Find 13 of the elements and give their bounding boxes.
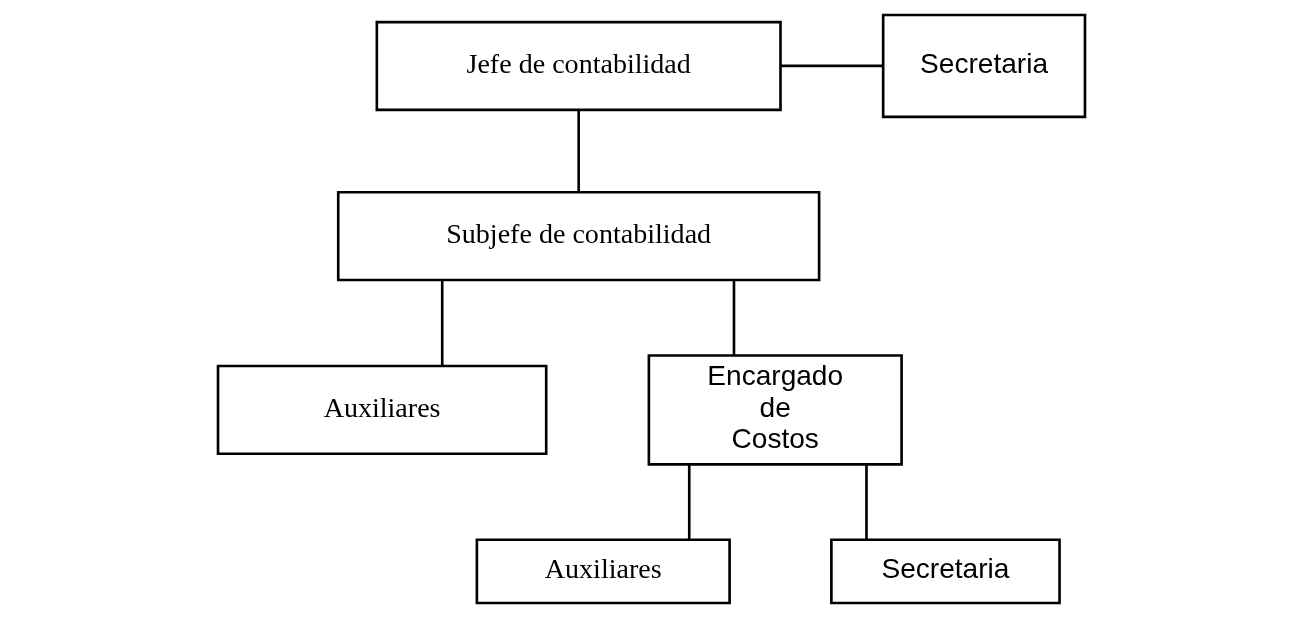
node-box: Secretaria: [881, 13, 1087, 119]
node-box: Auxiliares: [216, 364, 548, 456]
connector: [687, 464, 691, 540]
connector: [865, 464, 868, 540]
node-box: Encargado de Costos: [647, 354, 903, 466]
node-box: Jefe de contabilidad: [375, 20, 782, 112]
connector: [577, 110, 580, 193]
connector: [440, 280, 444, 366]
node-box: Secretaria: [830, 538, 1061, 605]
connector: [732, 280, 736, 356]
node-box: Auxiliares: [475, 538, 731, 605]
node-box: Subjefe de contabilidad: [336, 190, 821, 282]
connector: [780, 64, 883, 68]
